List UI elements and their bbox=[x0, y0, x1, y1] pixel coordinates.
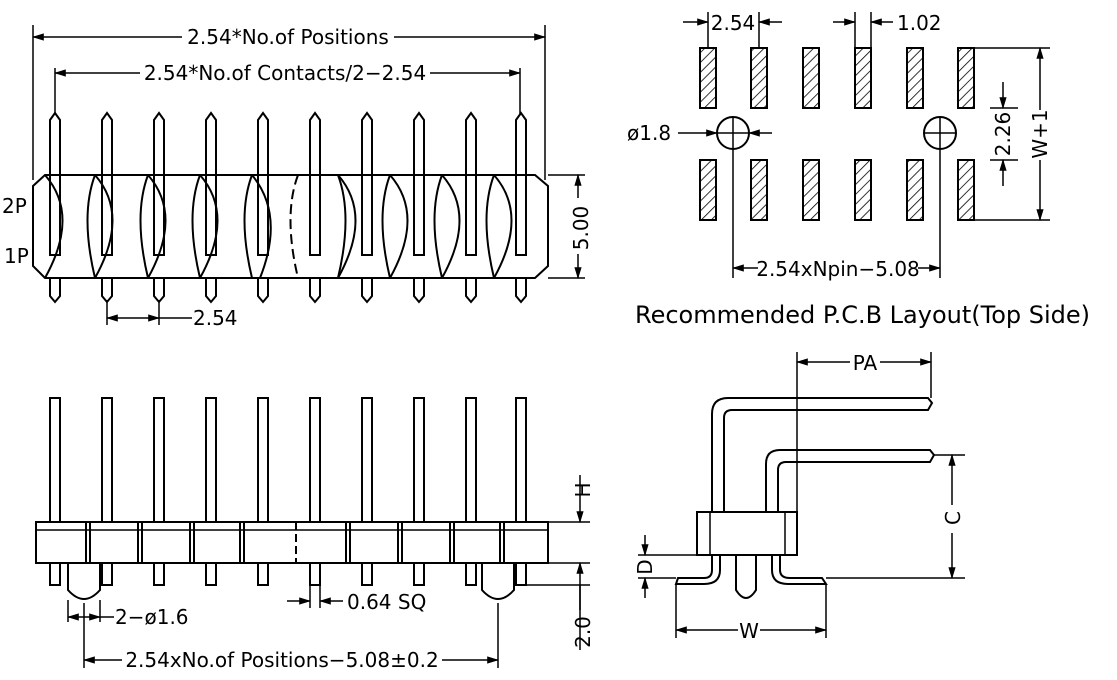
pads-top-row bbox=[699, 47, 975, 109]
pcb-hole-label: ø1.8 bbox=[627, 121, 671, 145]
dim-h-label: H bbox=[571, 482, 595, 497]
dim-c-label: C bbox=[941, 511, 965, 525]
pcb-hole-spacing-label: 2.54xNpin−5.08 bbox=[756, 257, 920, 281]
dim-pin-sq-label: 0.64 SQ bbox=[347, 590, 426, 614]
pcb-pitch-label: 2.54 bbox=[711, 11, 756, 35]
dim-peg-label: 2−ø1.6 bbox=[115, 605, 189, 629]
dim-d-label: D bbox=[633, 559, 657, 574]
side-housing-cells bbox=[85, 522, 505, 563]
peg-left bbox=[67, 563, 101, 600]
dim-bottom-label: 2.0 bbox=[571, 616, 595, 648]
pads-bottom-row bbox=[699, 159, 975, 221]
hole-left bbox=[716, 116, 750, 150]
pcb-pad-width-label: 1.02 bbox=[897, 11, 942, 35]
front-view: 2.54*No.of Positions 2.54*No.of Contacts… bbox=[2, 24, 593, 330]
dim-contacts-label: 2.54*No.of Contacts/2−2.54 bbox=[144, 61, 426, 85]
side-view: H 2.0 2−ø1.6 0.64 SQ 2.54xNo.of Position… bbox=[35, 397, 595, 673]
pcb-row-gap-label: 2.26 bbox=[991, 112, 1015, 157]
peg-right bbox=[481, 563, 515, 600]
front-pins bbox=[49, 111, 527, 304]
dim-positions-label: 2.54*No.of Positions bbox=[187, 25, 389, 49]
hole-right bbox=[923, 116, 957, 150]
row-label-1p: 1P bbox=[4, 244, 29, 268]
dim-w-label: W bbox=[739, 619, 759, 643]
dim-peg-spacing-label: 2.54xNo.of Positions−5.08±0.2 bbox=[125, 648, 438, 672]
dim-height-label: 5.00 bbox=[569, 206, 593, 251]
row-label-2p: 2P bbox=[2, 194, 27, 218]
side-pins bbox=[49, 397, 527, 522]
pcb-layout-title: Recommended P.C.B Layout(Top Side) bbox=[635, 301, 1090, 329]
profile-view: PA C D W bbox=[633, 350, 965, 643]
pcb-layout: 2.54 1.02 ø1.8 2.26 W+1 2.54xNpin−5.08 R… bbox=[627, 11, 1090, 329]
housing-cells bbox=[44, 174, 513, 279]
dim-pa-label: PA bbox=[853, 351, 878, 375]
side-tails bbox=[49, 562, 527, 586]
dim-pitch-label: 2.54 bbox=[193, 306, 238, 330]
pcb-total-width-label: W+1 bbox=[1028, 109, 1052, 158]
